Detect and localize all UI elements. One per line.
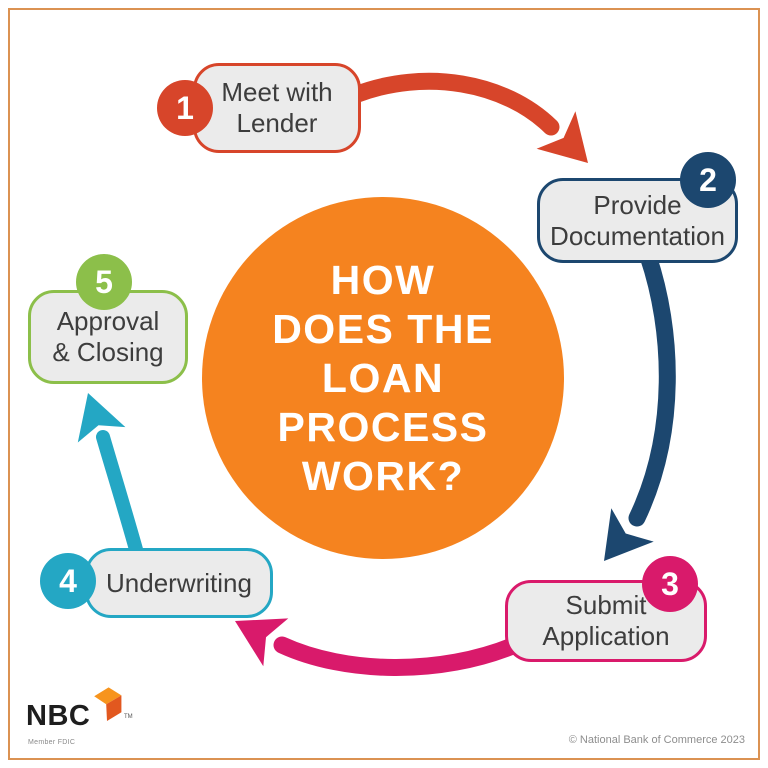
- step-3-label-line1: Submit: [565, 590, 647, 620]
- step-3-label: Submit Application: [542, 590, 669, 652]
- nbc-cube-top-face: [94, 687, 122, 705]
- arrow-4-5-line: [96, 430, 144, 560]
- arrow-2-3-line: [628, 247, 676, 527]
- step-1-label-line1: Meet with: [221, 77, 333, 107]
- center-title-circle: HOW DOES THE LOAN PROCESS WORK?: [202, 197, 564, 559]
- nbc-cube-side-face: [106, 695, 122, 721]
- step-4-badge: 4: [40, 553, 96, 609]
- center-title-line: WORK?: [301, 452, 465, 499]
- step-4-label: Underwriting: [106, 568, 252, 599]
- step-2-number: 2: [699, 161, 717, 198]
- arrow-step-4-to-5: [77, 393, 144, 560]
- arrow-step-3-to-4: [235, 618, 524, 676]
- center-title-line: DOES THE: [272, 305, 494, 352]
- arrow-1-2-head: [536, 111, 588, 163]
- arrow-step-2-to-3: [604, 247, 676, 561]
- step-5-label: Approval & Closing: [52, 306, 163, 368]
- step-4-number: 4: [59, 562, 77, 599]
- step-3-label-line2: Application: [542, 621, 670, 651]
- arrow-2-3-head: [604, 508, 654, 561]
- trademark-symbol: TM: [124, 714, 133, 720]
- step-4-box: Underwriting: [85, 548, 273, 618]
- step-3-badge: 3: [642, 556, 698, 612]
- step-1-badge: 1: [157, 80, 213, 136]
- step-3-number: 3: [661, 565, 679, 602]
- arrow-3-4-line: [273, 636, 524, 676]
- center-title-line: HOW: [330, 256, 436, 303]
- arrow-3-4-head: [235, 618, 289, 667]
- step-5-badge: 5: [76, 254, 132, 310]
- member-fdic-label: Member FDIC: [28, 739, 76, 746]
- step-1-label-line2: Lender: [236, 108, 318, 138]
- center-title-line: LOAN: [321, 354, 445, 401]
- step-2-label-line1: Provide: [593, 189, 682, 220]
- nbc-logo-text: NBC: [26, 700, 91, 732]
- copyright-text: © National Bank of Commerce 2023: [568, 734, 745, 746]
- nbc-cube-icon: [94, 687, 122, 721]
- step-1-number: 1: [176, 89, 194, 126]
- step-2-label: Provide Documentation: [550, 190, 725, 252]
- step-5-label-line2: & Closing: [52, 337, 164, 367]
- step-4-label-line1: Underwriting: [106, 567, 252, 598]
- step-1-box: Meet with Lender: [193, 63, 361, 153]
- center-title-line: PROCESS: [277, 403, 489, 450]
- step-2-badge: 2: [680, 152, 736, 208]
- arrow-step-1-to-2: [346, 72, 588, 163]
- step-1-label: Meet with Lender: [221, 77, 332, 139]
- arrow-1-2-line: [346, 72, 560, 136]
- arrow-4-5-head: [77, 393, 126, 443]
- step-5-label-line1: Approval: [56, 306, 160, 336]
- step-5-number: 5: [95, 263, 113, 300]
- step-2-label-line2: Documentation: [550, 220, 725, 251]
